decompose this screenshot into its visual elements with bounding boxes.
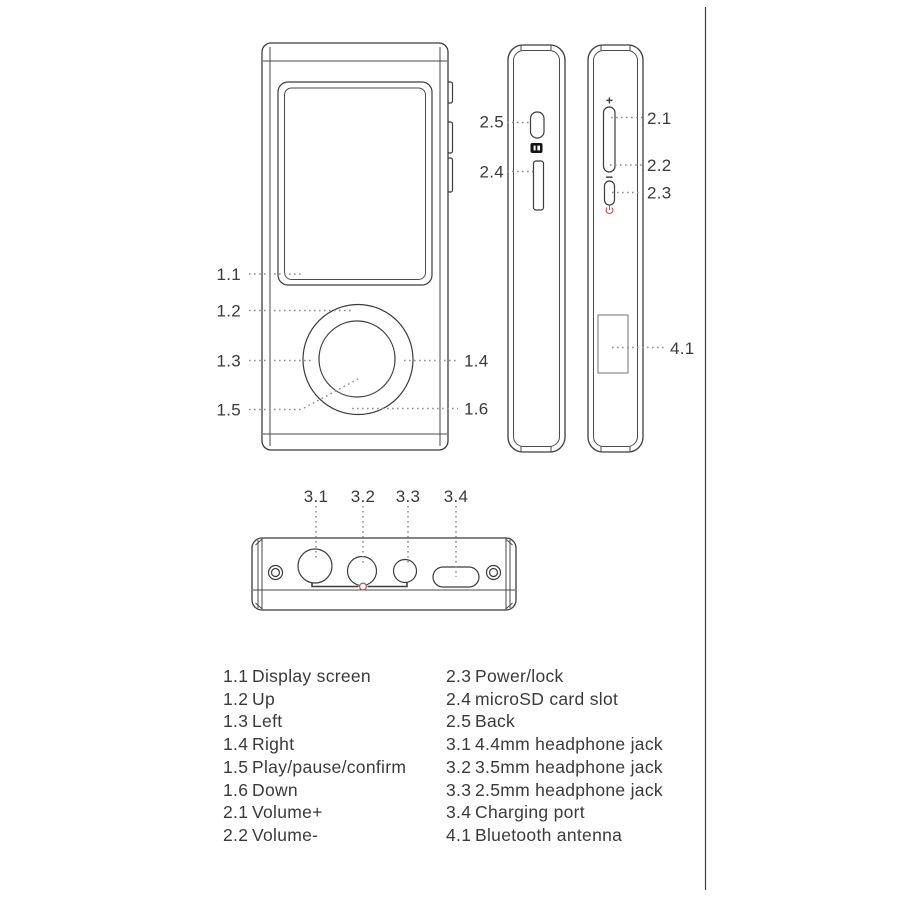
microsd-card-slot	[532, 160, 545, 211]
legend-item-label: Left	[252, 711, 283, 732]
volume-rocker	[602, 106, 616, 173]
legend-item-number: 2.1	[223, 802, 249, 823]
legend-item-number: 1.2	[223, 688, 249, 709]
legend-item-number: 1.1	[223, 666, 249, 686]
callout-3-1: 3.1	[304, 487, 329, 506]
legend-item-number: 2.2	[223, 824, 249, 845]
jack-indicator-dot	[359, 582, 368, 591]
legend-item-number: 3.1	[446, 734, 472, 755]
callouts: 1.1 1.2 1.3 1.4 1.5 1.6 2.1 2.2 2.3 2.4 …	[216, 109, 694, 577]
callout-1-6: 1.6	[464, 400, 489, 419]
callout-1-2: 1.2	[216, 302, 241, 321]
callout-1-4: 1.4	[464, 352, 489, 371]
jack-group-bracket	[311, 582, 359, 588]
front-view	[261, 42, 454, 451]
right-side-body	[587, 44, 644, 453]
legend-item-label: Right	[252, 734, 295, 755]
volume-minus-icon: −	[606, 170, 614, 185]
right-side-view: + −	[587, 44, 644, 453]
jack-3-5mm	[346, 555, 378, 587]
jack-2-5mm	[392, 558, 418, 584]
bluetooth-antenna-window	[597, 314, 629, 374]
callout-3-4: 3.4	[444, 487, 469, 506]
legend-item-label: 2.5mm headphone jack	[475, 779, 663, 800]
volume-plus-icon: +	[606, 94, 613, 108]
legend-item-number: 1.4	[223, 734, 249, 755]
legend-item-label: Bluetooth antenna	[475, 824, 623, 845]
back-button	[529, 111, 545, 139]
legend-item-label: Power/lock	[475, 666, 564, 686]
legend-item-label: Volume+	[252, 802, 323, 823]
left-side-body	[507, 44, 566, 453]
left-side-view	[507, 44, 566, 453]
callout-3-2: 3.2	[351, 487, 376, 506]
callout-3-3: 3.3	[396, 487, 421, 506]
legend-item-number: 3.3	[446, 779, 472, 800]
legend-item-label: Display screen	[252, 666, 371, 686]
callout-1-5: 1.5	[216, 401, 241, 420]
legend-item-number: 2.3	[446, 666, 472, 686]
legend-item-number: 2.5	[446, 711, 472, 732]
legend-item-number: 4.1	[446, 824, 472, 845]
legend-item-number: 1.5	[223, 756, 249, 777]
callout-1-1: 1.1	[216, 265, 241, 284]
callout-2-3: 2.3	[647, 184, 672, 203]
power-icon	[605, 204, 614, 214]
legend-item-label: Play/pause/confirm	[252, 756, 407, 777]
confirm-button	[318, 320, 396, 398]
legend-item-label: Down	[252, 779, 298, 800]
legend-item-number: 1.3	[223, 711, 249, 732]
legend-item-label: Charging port	[475, 802, 585, 823]
bottom-view	[251, 537, 517, 611]
legend-item-number: 2.4	[446, 688, 472, 709]
display-screen	[277, 81, 433, 286]
callout-2-2: 2.2	[647, 156, 672, 175]
callout-2-1: 2.1	[647, 109, 672, 128]
legend-item-label: Back	[475, 711, 516, 732]
callout-2-4: 2.4	[479, 163, 504, 182]
legend-item-label: 3.5mm headphone jack	[475, 756, 663, 777]
jack-group-bracket	[367, 582, 408, 588]
microsd-icon	[530, 143, 543, 153]
jack-4-4mm	[297, 548, 333, 584]
callout-2-5: 2.5	[479, 113, 504, 132]
legend-item-number: 3.2	[446, 756, 472, 777]
legend-item-number: 3.4	[446, 802, 472, 823]
callout-1-3: 1.3	[216, 352, 241, 371]
legend-item-label: Up	[252, 688, 275, 709]
legend-item-label: 4.4mm headphone jack	[475, 734, 663, 755]
callout-4-1: 4.1	[670, 339, 695, 358]
legend-item-number: 1.6	[223, 779, 249, 800]
legend-item-label: microSD card slot	[475, 688, 619, 709]
legend-item-label: Volume-	[252, 824, 319, 845]
